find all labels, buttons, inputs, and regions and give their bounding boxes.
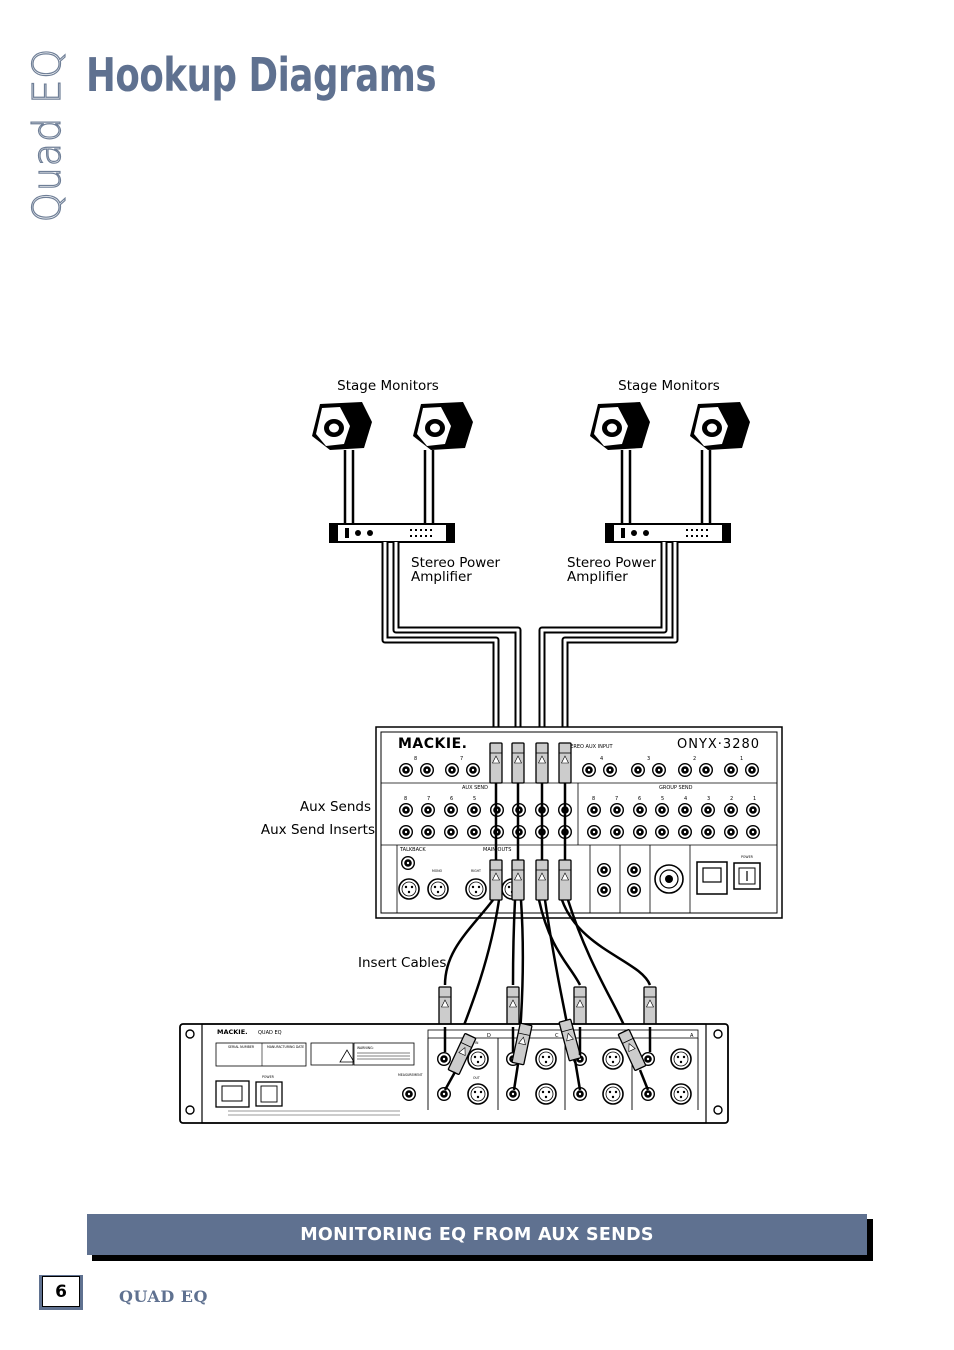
eq-power-label: POWER xyxy=(262,1075,275,1079)
svg-text:3: 3 xyxy=(707,796,710,802)
eq-model-name: QUAD EQ xyxy=(258,1030,282,1036)
svg-text:6: 6 xyxy=(450,796,453,802)
mixer-power-label: POWER xyxy=(741,855,754,859)
mixer-brand-logo: MACKIE. xyxy=(398,736,467,752)
mixer-stereo-aux-input-label: STEREO AUX INPUT xyxy=(564,744,614,750)
stage-monitors-left-label: Stage Monitors xyxy=(337,378,439,394)
svg-text:2: 2 xyxy=(730,796,733,802)
mixer-group-send-label: GROUP SEND xyxy=(659,785,693,791)
mixer-ac-inlet xyxy=(696,861,728,895)
svg-text:1: 1 xyxy=(753,796,756,802)
side-tab: Quad EQ xyxy=(22,47,72,223)
mixer-power-switch xyxy=(733,862,761,890)
eq-measurement-label: MEASUREMENT xyxy=(398,1073,423,1077)
side-tab-label: Quad EQ xyxy=(24,47,69,223)
eq-channel-c-label: C xyxy=(555,1033,559,1039)
svg-text:6: 6 xyxy=(638,796,641,802)
svg-text:7: 7 xyxy=(427,796,430,802)
eq-manufacturing-date-label: MANUFACTURING DATE xyxy=(267,1045,304,1049)
footer-product-name: QUAD EQ xyxy=(119,1287,208,1306)
section-banner: MONITORING EQ FROM AUX SENDS xyxy=(87,1214,867,1255)
eq-brand-logo: MACKIE. xyxy=(217,1028,248,1036)
svg-text:7: 7 xyxy=(460,756,463,762)
page-number: 6 xyxy=(42,1276,80,1307)
mixer-onyx-3280: MACKIE. ONYX·3280 STEREO AUX INPUT 8 7 4 3… xyxy=(375,726,783,919)
stage-monitor-speaker-1 xyxy=(312,402,372,450)
svg-text:4: 4 xyxy=(600,756,603,762)
eq-in-label: IN xyxy=(475,1041,479,1045)
eq-serial-number-label: SERIAL NUMBER xyxy=(228,1045,255,1049)
amp-left-label-line2: Amplifier xyxy=(411,569,472,585)
page-title: Hookup Diagrams xyxy=(86,48,437,102)
aux-send-inserts-label: Aux Send Inserts xyxy=(261,822,375,838)
insert-cables-label: Insert Cables xyxy=(358,955,446,971)
svg-text:3: 3 xyxy=(647,756,650,762)
insert-cable-tails xyxy=(443,1027,652,1091)
eq-channel-d-label: D xyxy=(487,1033,491,1039)
stereo-power-amplifier-left xyxy=(329,523,455,543)
stage-monitors-right-label: Stage Monitors xyxy=(618,378,720,394)
svg-text:7: 7 xyxy=(615,796,618,802)
speaker-cables xyxy=(343,450,712,525)
svg-text:1: 1 xyxy=(740,756,743,762)
amp-right-label-line2: Amplifier xyxy=(567,569,628,585)
mixer-talkback-label: TALKBACK xyxy=(399,847,426,853)
mixer-mono-label: MONO xyxy=(432,869,443,873)
mixer-right-label: RIGHT xyxy=(471,869,481,873)
svg-text:4: 4 xyxy=(684,796,687,802)
aux-send-insert-cables-mixer xyxy=(494,783,567,860)
eq-out-label: OUT xyxy=(473,1076,480,1080)
aux-sends-label: Aux Sends xyxy=(300,799,371,815)
stage-monitor-speaker-3 xyxy=(590,402,650,450)
svg-text:8: 8 xyxy=(414,756,417,762)
stage-monitor-speaker-4 xyxy=(690,402,750,450)
hookup-diagram: Stage Monitors Stage Monitors xyxy=(179,378,783,1124)
svg-text:8: 8 xyxy=(592,796,595,802)
mixer-aux-send-label: AUX SEND xyxy=(462,785,488,791)
amp-right-label-line1: Stereo Power xyxy=(567,555,657,571)
svg-text:5: 5 xyxy=(661,796,664,802)
eq-ac-inlet xyxy=(215,1080,250,1108)
amp-left-label-line1: Stereo Power xyxy=(411,555,501,571)
svg-text:2: 2 xyxy=(693,756,696,762)
svg-text:8: 8 xyxy=(404,796,407,802)
amp-input-cables xyxy=(381,542,679,745)
eq-channel-a-label: A xyxy=(690,1033,694,1039)
stereo-power-amplifier-right xyxy=(605,523,731,543)
eq-warning-label: WARNING: xyxy=(357,1046,374,1050)
eq-power-switch xyxy=(255,1081,283,1107)
svg-text:5: 5 xyxy=(473,796,476,802)
mixer-model-name: ONYX·3280 xyxy=(677,737,760,752)
stage-monitor-speaker-2 xyxy=(413,402,473,450)
mixer-lamp-connector xyxy=(654,864,684,894)
